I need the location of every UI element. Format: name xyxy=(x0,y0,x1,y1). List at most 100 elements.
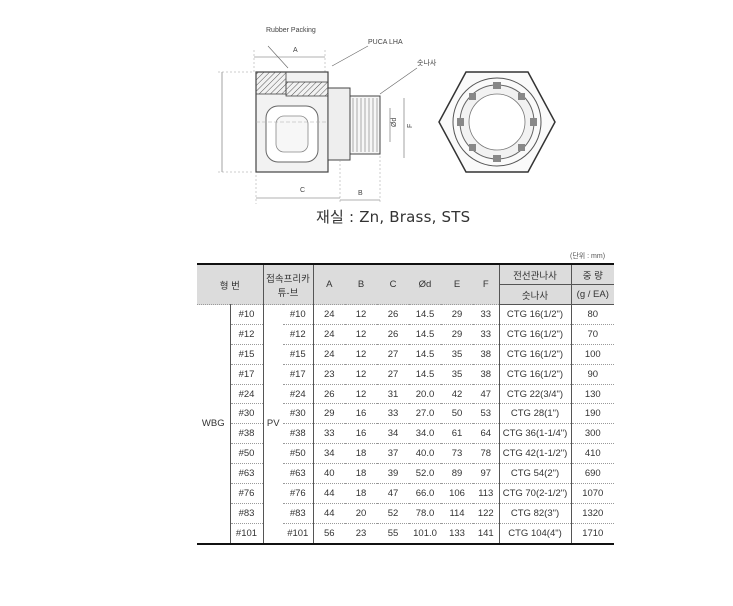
hex-end-view xyxy=(438,71,556,173)
c-cell: 27 xyxy=(377,344,410,365)
b-cell: 18 xyxy=(345,463,378,485)
b-cell: 12 xyxy=(345,364,378,385)
thread-cell: CTG 28(1") xyxy=(499,403,572,425)
e-cell: 106 xyxy=(441,483,474,504)
model-cell: #38 xyxy=(230,423,264,445)
a-cell: 23 xyxy=(313,364,346,385)
model-cell: #50 xyxy=(230,443,264,465)
a-cell: 33 xyxy=(313,423,346,445)
f-cell: 53 xyxy=(473,403,500,425)
c-cell: 33 xyxy=(377,403,410,425)
c-cell: 55 xyxy=(377,523,410,545)
a-cell: 40 xyxy=(313,463,346,485)
f-cell: 113 xyxy=(473,483,500,504)
weight-cell: 80 xyxy=(571,304,615,325)
weight-cell: 410 xyxy=(571,443,615,465)
e-cell: 42 xyxy=(441,384,474,405)
d-cell: 14.5 xyxy=(409,344,442,365)
thread-cell: CTG 16(1/2") xyxy=(499,324,572,345)
thread-cell: CTG 104(4") xyxy=(499,523,572,545)
c-cell: 26 xyxy=(377,324,410,345)
fitting-cell: #101 xyxy=(283,523,314,545)
weight-cell: 100 xyxy=(571,344,615,365)
c-cell: 31 xyxy=(377,384,410,405)
fitting-cell: #63 xyxy=(283,463,314,485)
header-d: Ød xyxy=(409,263,442,305)
e-cell: 61 xyxy=(441,423,474,445)
f-cell: 122 xyxy=(473,503,500,524)
weight-cell: 690 xyxy=(571,463,615,485)
thread-cell: CTG 82(3") xyxy=(499,503,572,524)
c-cell: 34 xyxy=(377,423,410,445)
thread-cell: CTG 42(1-1/2") xyxy=(499,443,572,465)
c-cell: 39 xyxy=(377,463,410,485)
f-cell: 97 xyxy=(473,463,500,485)
thread-cell: CTG 22(3/4") xyxy=(499,384,572,405)
fitting-cell: #12 xyxy=(283,324,314,345)
thread-cell: CTG 16(1/2") xyxy=(499,304,572,325)
fitting-cross-section-drawing: Rubber Packing PUCA LHA 숫나사 A C B Ød F xyxy=(218,27,556,204)
model-cell: #12 xyxy=(230,324,264,345)
model-cell: #15 xyxy=(230,344,264,365)
fitting-cell: #17 xyxy=(283,364,314,385)
a-cell: 29 xyxy=(313,403,346,425)
unit-note: (단위 : mm) xyxy=(570,253,606,260)
d-cell: 14.5 xyxy=(409,364,442,385)
b-cell: 20 xyxy=(345,503,378,524)
weight-cell: 1320 xyxy=(571,503,615,524)
e-cell: 133 xyxy=(441,523,474,545)
header-b: B xyxy=(345,263,378,305)
fitting-cell: #10 xyxy=(283,304,314,325)
b-cell: 16 xyxy=(345,403,378,425)
f-cell: 38 xyxy=(473,364,500,385)
model-cell: #30 xyxy=(230,403,264,425)
a-cell: 44 xyxy=(313,503,346,524)
series-cell: WBG xyxy=(197,304,231,545)
dim-f-label: F xyxy=(407,124,414,128)
e-cell: 35 xyxy=(441,344,474,365)
thread-cell: CTG 54(2") xyxy=(499,463,572,485)
d-cell: 14.5 xyxy=(409,304,442,325)
model-cell: #76 xyxy=(230,483,264,504)
weight-cell: 90 xyxy=(571,364,615,385)
model-cell: #83 xyxy=(230,503,264,524)
d-cell: 34.0 xyxy=(409,423,442,445)
rubber-packing-label: Rubber Packing xyxy=(266,27,316,34)
e-cell: 35 xyxy=(441,364,474,385)
dim-c-label: C xyxy=(300,187,305,194)
b-cell: 12 xyxy=(345,324,378,345)
b-cell: 18 xyxy=(345,483,378,504)
e-cell: 114 xyxy=(441,503,474,524)
f-cell: 47 xyxy=(473,384,500,405)
model-cell: #63 xyxy=(230,463,264,485)
c-cell: 47 xyxy=(377,483,410,504)
fitting-cell: #83 xyxy=(283,503,314,524)
fitting-cell: #38 xyxy=(283,423,314,445)
weight-cell: 190 xyxy=(571,403,615,425)
f-cell: 33 xyxy=(473,304,500,325)
dim-d-label: Ød xyxy=(391,118,398,127)
d-cell: 14.5 xyxy=(409,324,442,345)
sonasa-label: 숫나사 xyxy=(417,58,437,67)
header-fitting: 접속프리카 튜-브 xyxy=(263,263,314,305)
thread-cell: CTG 16(1/2") xyxy=(499,344,572,365)
b-cell: 12 xyxy=(345,304,378,325)
c-cell: 37 xyxy=(377,443,410,465)
header-f: F xyxy=(473,263,500,305)
d-cell: 66.0 xyxy=(409,483,442,504)
fitting-cell: #15 xyxy=(283,344,314,365)
d-cell: 27.0 xyxy=(409,403,442,425)
b-cell: 12 xyxy=(345,384,378,405)
c-cell: 26 xyxy=(377,304,410,325)
d-cell: 40.0 xyxy=(409,443,442,465)
